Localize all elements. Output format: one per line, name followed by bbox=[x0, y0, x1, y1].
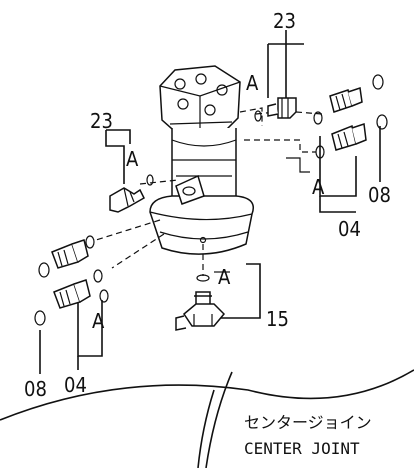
caption-english: CENTER JOINT bbox=[244, 439, 360, 458]
elbow-fitting-23-top bbox=[267, 97, 297, 119]
part-number-23-top: 23 bbox=[273, 9, 296, 33]
straight-fitting-04-left-lower bbox=[53, 279, 91, 309]
straight-fitting-04-right bbox=[331, 122, 367, 151]
pipe-label-a-left: A bbox=[126, 147, 139, 171]
tee-fitting-15 bbox=[175, 291, 226, 331]
straight-fitting-04-top-right bbox=[329, 87, 363, 113]
caption-japanese: センタージョイン bbox=[244, 413, 372, 432]
straight-fitting-04-left-upper bbox=[51, 239, 89, 269]
elbow-fitting-23-left bbox=[109, 187, 145, 213]
part-number-04-bottom: 04 bbox=[64, 373, 87, 397]
part-number-23-left: 23 bbox=[90, 109, 113, 133]
pipe-label-a-bottom: A bbox=[92, 309, 105, 333]
part-number-08-right: 08 bbox=[368, 183, 391, 207]
page-boundary bbox=[0, 369, 414, 468]
pipe-label-a-top: A bbox=[246, 71, 259, 95]
part-number-15: 15 bbox=[266, 307, 289, 331]
pipe-label-a-middle: A bbox=[218, 265, 231, 289]
o-rings bbox=[34, 74, 388, 326]
pipe-label-a-right: A bbox=[312, 175, 325, 199]
center-joint-body bbox=[149, 65, 254, 255]
part-number-08-bottom: 08 bbox=[24, 377, 47, 401]
pipe-routes bbox=[95, 107, 323, 276]
callout-lines bbox=[39, 30, 381, 374]
part-number-04-right: 04 bbox=[338, 217, 361, 241]
